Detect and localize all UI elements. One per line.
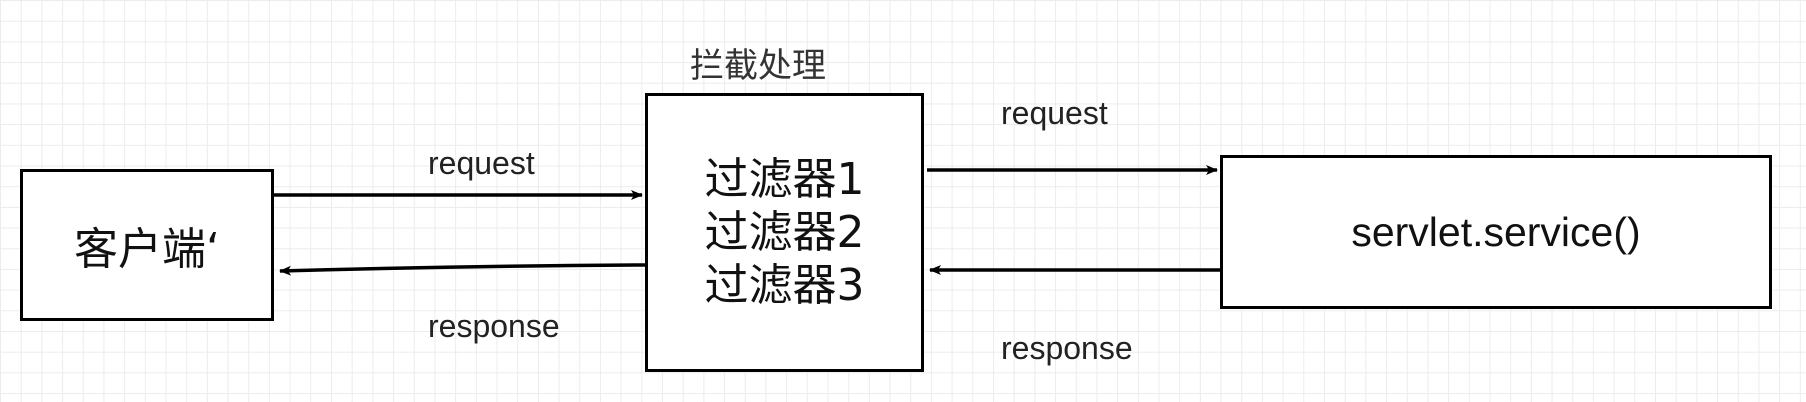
filter-2-label: 过滤器2: [704, 207, 865, 258]
arrow-filter-to-client: [279, 263, 646, 276]
servlet-request-label: request: [1001, 95, 1108, 131]
servlet-node: servlet.service(): [1220, 155, 1772, 309]
filter-3-label: 过滤器3: [704, 260, 865, 311]
client-label: 客户端‘: [74, 224, 220, 275]
servlet-response-label: response: [1001, 330, 1133, 366]
servlet-label: servlet.service(): [1351, 208, 1641, 255]
client-response-label: response: [428, 308, 560, 344]
filter-chain-node: 过滤器1 过滤器2 过滤器3: [645, 93, 924, 372]
filter-1-label: 过滤器1: [704, 154, 865, 205]
client-node: 客户端‘: [20, 169, 274, 321]
filter-group-title: 拦截处理: [690, 46, 826, 86]
client-request-label: request: [428, 145, 535, 181]
